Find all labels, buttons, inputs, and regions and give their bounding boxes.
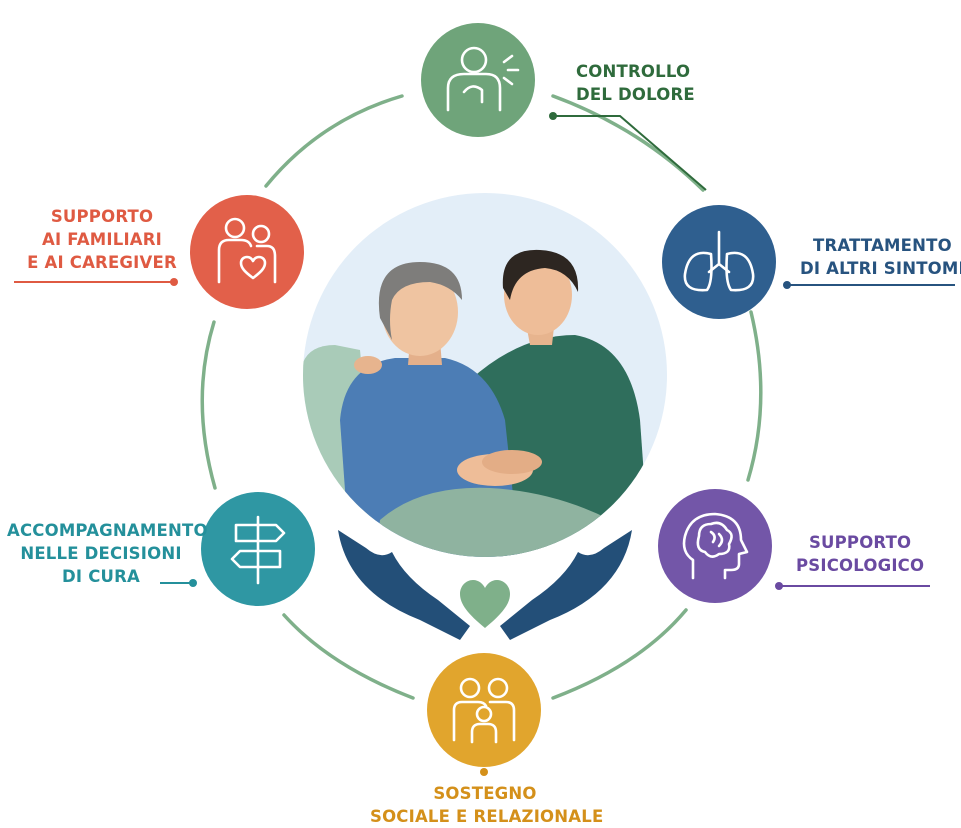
node-psych <box>658 489 772 603</box>
left-hand <box>338 530 470 640</box>
label-line: DI ALTRI SINTOMI <box>800 259 961 278</box>
node-decisions <box>201 492 315 606</box>
label-line: CONTROLLO <box>576 62 691 81</box>
node-circle <box>421 23 535 137</box>
label-line: PSICOLOGICO <box>796 556 925 575</box>
label-line: SUPPORTO <box>50 207 154 226</box>
label-controllo-del-dolore: CONTROLLO DEL DOLORE <box>576 60 695 106</box>
ring-arc <box>264 94 404 188</box>
ring-arc <box>551 94 705 192</box>
head-brain-icon <box>682 512 749 580</box>
node-circle <box>190 195 304 309</box>
label-supporto-psicologico: SUPPORTO PSICOLOGICO <box>796 531 924 577</box>
ring-arc <box>746 310 763 482</box>
node-pain <box>421 23 535 137</box>
signpost-icon <box>230 515 286 585</box>
node-circle <box>427 653 541 767</box>
ring-arc <box>282 613 415 700</box>
caregivers-heart-icon <box>217 217 277 284</box>
connector-dot <box>775 582 783 590</box>
label-line: AI FAMILIARI <box>41 230 163 249</box>
label-line: SOCIALE E RELAZIONALE <box>370 807 604 826</box>
connector-dot <box>549 112 557 120</box>
label-line: E AI CAREGIVER <box>27 253 177 272</box>
node-family <box>190 195 304 309</box>
label-line: ACCOMPAGNAMENTO <box>7 521 208 540</box>
person-pain-icon <box>446 46 520 112</box>
label-line: SUPPORTO <box>808 533 912 552</box>
caregiver-holding-patient-hands-illustration <box>303 249 650 640</box>
connector-dot <box>170 278 178 286</box>
label-line: DEL DOLORE <box>576 85 695 104</box>
caring-hands-icon <box>338 530 632 640</box>
family-group-icon <box>452 677 516 744</box>
node-circle <box>658 489 772 603</box>
label-line: NELLE DECISIONI <box>20 544 182 563</box>
connector-line <box>553 115 707 191</box>
right-hand <box>500 530 632 640</box>
label-line: SOSTEGNO <box>433 784 537 803</box>
heart-icon <box>460 580 510 628</box>
lungs-icon <box>683 230 755 292</box>
label-connectors <box>14 112 955 776</box>
label-accompagnamento-nelle-decisioni-di-cura: ACCOMPAGNAMENTO NELLE DECISIONI DI CURA <box>7 519 208 588</box>
connector-dot <box>480 768 488 776</box>
node-social <box>427 653 541 767</box>
node-symptoms <box>662 205 776 319</box>
connecting-ring <box>200 94 763 700</box>
connector-dot <box>783 281 791 289</box>
label-line: TRATTAMENTO <box>813 236 952 255</box>
ring-arc <box>200 320 217 490</box>
label-trattamento-di-altri-sintomi: TRATTAMENTO DI ALTRI SINTOMI <box>800 234 961 280</box>
label-line: DI CURA <box>62 567 140 586</box>
ring-arc <box>551 608 688 700</box>
label-sostegno-sociale-e-relazionale: SOSTEGNO SOCIALE E RELAZIONALE <box>370 782 604 828</box>
label-supporto-ai-familiari-e-ai-caregiver: SUPPORTO AI FAMILIARI E AI CAREGIVER <box>22 205 182 274</box>
connector-dot <box>189 579 197 587</box>
